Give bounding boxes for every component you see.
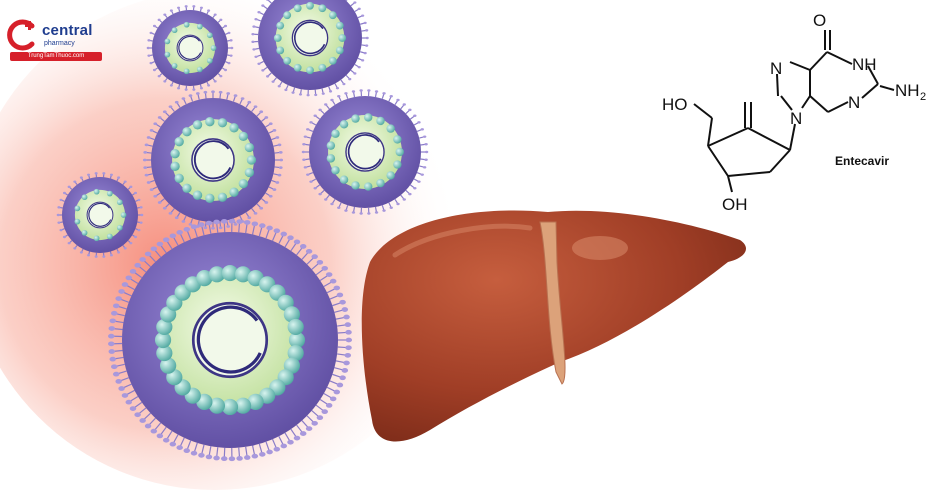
atom-nh: NH <box>852 55 877 74</box>
logo-tagline: pharmacy <box>44 40 75 47</box>
atom-n-ring: N <box>848 93 860 112</box>
hepatitis-b-virus-icon <box>56 172 144 258</box>
atom-o: O <box>813 11 826 30</box>
entecavir-labels: O NH N N N NH 2 HO OH <box>662 11 926 214</box>
atom-ho: HO <box>662 95 688 114</box>
hepatitis-b-virus-icon <box>301 89 429 215</box>
drug-name-label: Entecavir <box>835 154 890 168</box>
central-pharmacy-logo-icon[interactable]: central pharmacy TrungTamThuoc.com <box>4 18 114 66</box>
logo-brand: central <box>42 22 93 39</box>
atom-oh: OH <box>722 195 748 214</box>
atom-n-bridge: N <box>790 109 802 128</box>
entecavir-structure-icon <box>693 30 895 193</box>
hepatitis-b-virus-icon <box>108 218 353 462</box>
hepatitis-b-virus-icon <box>142 90 284 230</box>
virus-group <box>56 0 429 462</box>
liver-icon <box>361 210 747 442</box>
atom-n-left: N <box>770 59 782 78</box>
atom-nh2-subscript: 2 <box>920 91 926 103</box>
logo-url: TrungTamThuoc.com <box>10 52 102 61</box>
hepatitis-b-virus-icon <box>251 0 369 97</box>
logo-mark-icon <box>7 19 35 51</box>
atom-nh2: NH <box>895 81 920 100</box>
hepatitis-b-virus-icon <box>146 5 234 91</box>
